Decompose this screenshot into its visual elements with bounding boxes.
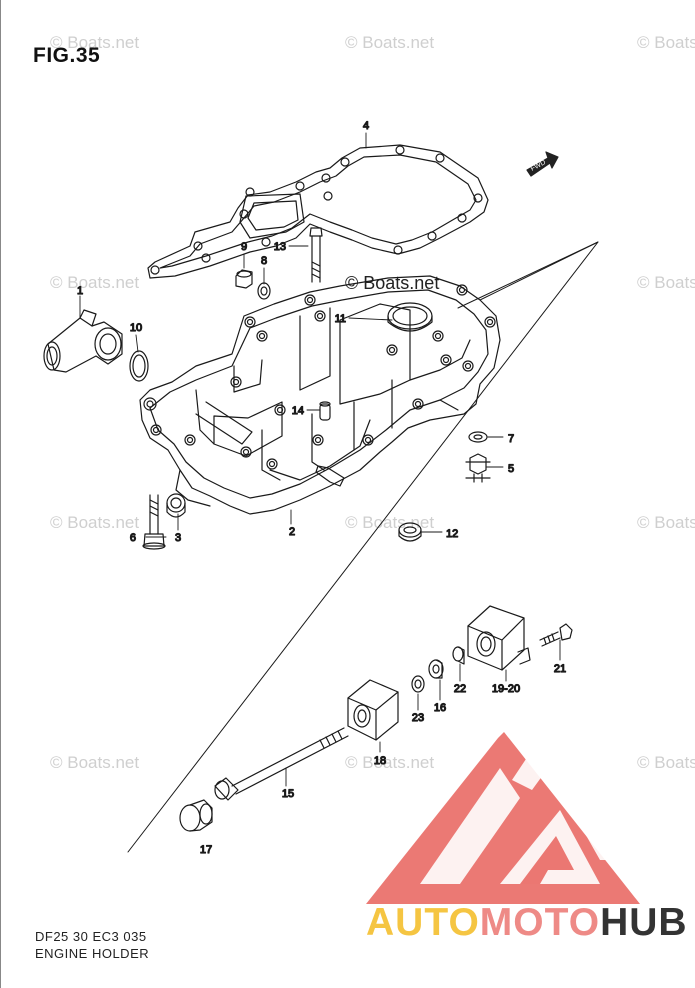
part-label: 1 — [77, 285, 83, 297]
dowel-pin-part-14 — [319, 401, 331, 421]
part-labels: 1 2 3 4 5 6 7 8 9 10 11 12 13 14 15 16 1… — [76, 119, 566, 856]
watermark: © Boats.net — [345, 273, 440, 293]
automotohub-logo-mark — [366, 732, 640, 904]
watermark: © Boats.net — [637, 33, 695, 52]
part-label: 5 — [508, 463, 514, 475]
block-part-19-20 — [467, 605, 531, 671]
figure-code: DF25 30 EC3 035 — [35, 929, 147, 944]
part-label: 9 — [241, 241, 247, 253]
washer-part-16 — [428, 659, 444, 679]
part-label: 13 — [274, 241, 286, 253]
mount-part-3 — [166, 493, 186, 518]
part-label: 6 — [130, 532, 136, 544]
watermark: © Boats.net — [345, 753, 435, 772]
washer-part-23 — [411, 675, 425, 693]
part-label: 23 — [412, 712, 424, 724]
page-edge-line — [0, 0, 1, 988]
watermark: © Boats.net — [637, 273, 695, 292]
brand-part-moto: MOTO — [479, 901, 601, 944]
part-label: 14 — [292, 405, 304, 417]
part-label: 15 — [282, 788, 294, 800]
part-label: 17 — [200, 844, 212, 856]
figure-title: FIG.35 — [33, 44, 101, 67]
part-label: 4 — [363, 120, 369, 132]
collar-part-22 — [452, 646, 465, 665]
perspective-guide-lines — [127, 241, 599, 853]
fwd-direction-arrow: FWD — [526, 151, 559, 177]
part-label: 7 — [508, 433, 514, 445]
watermark: © Boats.net — [345, 33, 435, 52]
seal-part-11 — [387, 302, 433, 332]
watermark: © Boats.net — [637, 513, 695, 532]
part-label: 21 — [554, 663, 566, 675]
stud-bolt-part-15 — [214, 727, 349, 801]
part-label: 19-20 — [492, 683, 520, 695]
watermark: © Boats.net — [50, 33, 140, 52]
brand-part-hub: HUB — [600, 901, 688, 944]
washer-part-8 — [257, 282, 271, 300]
washer-part-12 — [398, 522, 422, 542]
automotohub-wordmark: AUTOMOTOHUB — [366, 901, 688, 945]
part-label: 18 — [374, 755, 386, 767]
gasket-part-4 — [147, 144, 489, 279]
block-part-18 — [347, 679, 399, 741]
watermark: © Boats.net — [50, 753, 140, 772]
part-label: 3 — [175, 532, 181, 544]
brand-part-auto: AUTO — [366, 901, 480, 944]
part-label: 2 — [289, 526, 295, 538]
oring-part-10 — [129, 350, 149, 382]
bolt-part-21 — [539, 623, 573, 647]
bolt-part-6 — [142, 494, 166, 550]
washer-part-7 — [468, 431, 488, 443]
nut-part-9 — [235, 269, 253, 289]
leader-lines — [79, 132, 561, 787]
watermark: © Boats.net — [50, 513, 140, 532]
bolt-part-5 — [465, 453, 491, 483]
engine-holder-part-2 — [139, 275, 501, 515]
part-label: 11 — [335, 313, 346, 325]
figure-name: ENGINE HOLDER — [35, 946, 150, 961]
plug-part-17 — [179, 799, 213, 832]
part-label: 12 — [446, 528, 458, 540]
part-label: 10 — [130, 322, 142, 334]
watermark: © Boats.net — [637, 753, 695, 772]
bolt-part-13 — [309, 227, 323, 283]
part-label: 22 — [454, 683, 466, 695]
part-label: 16 — [434, 702, 446, 714]
fitting-part-1 — [43, 309, 123, 373]
watermark: © Boats.net — [50, 273, 140, 292]
part-label: 8 — [261, 255, 267, 267]
